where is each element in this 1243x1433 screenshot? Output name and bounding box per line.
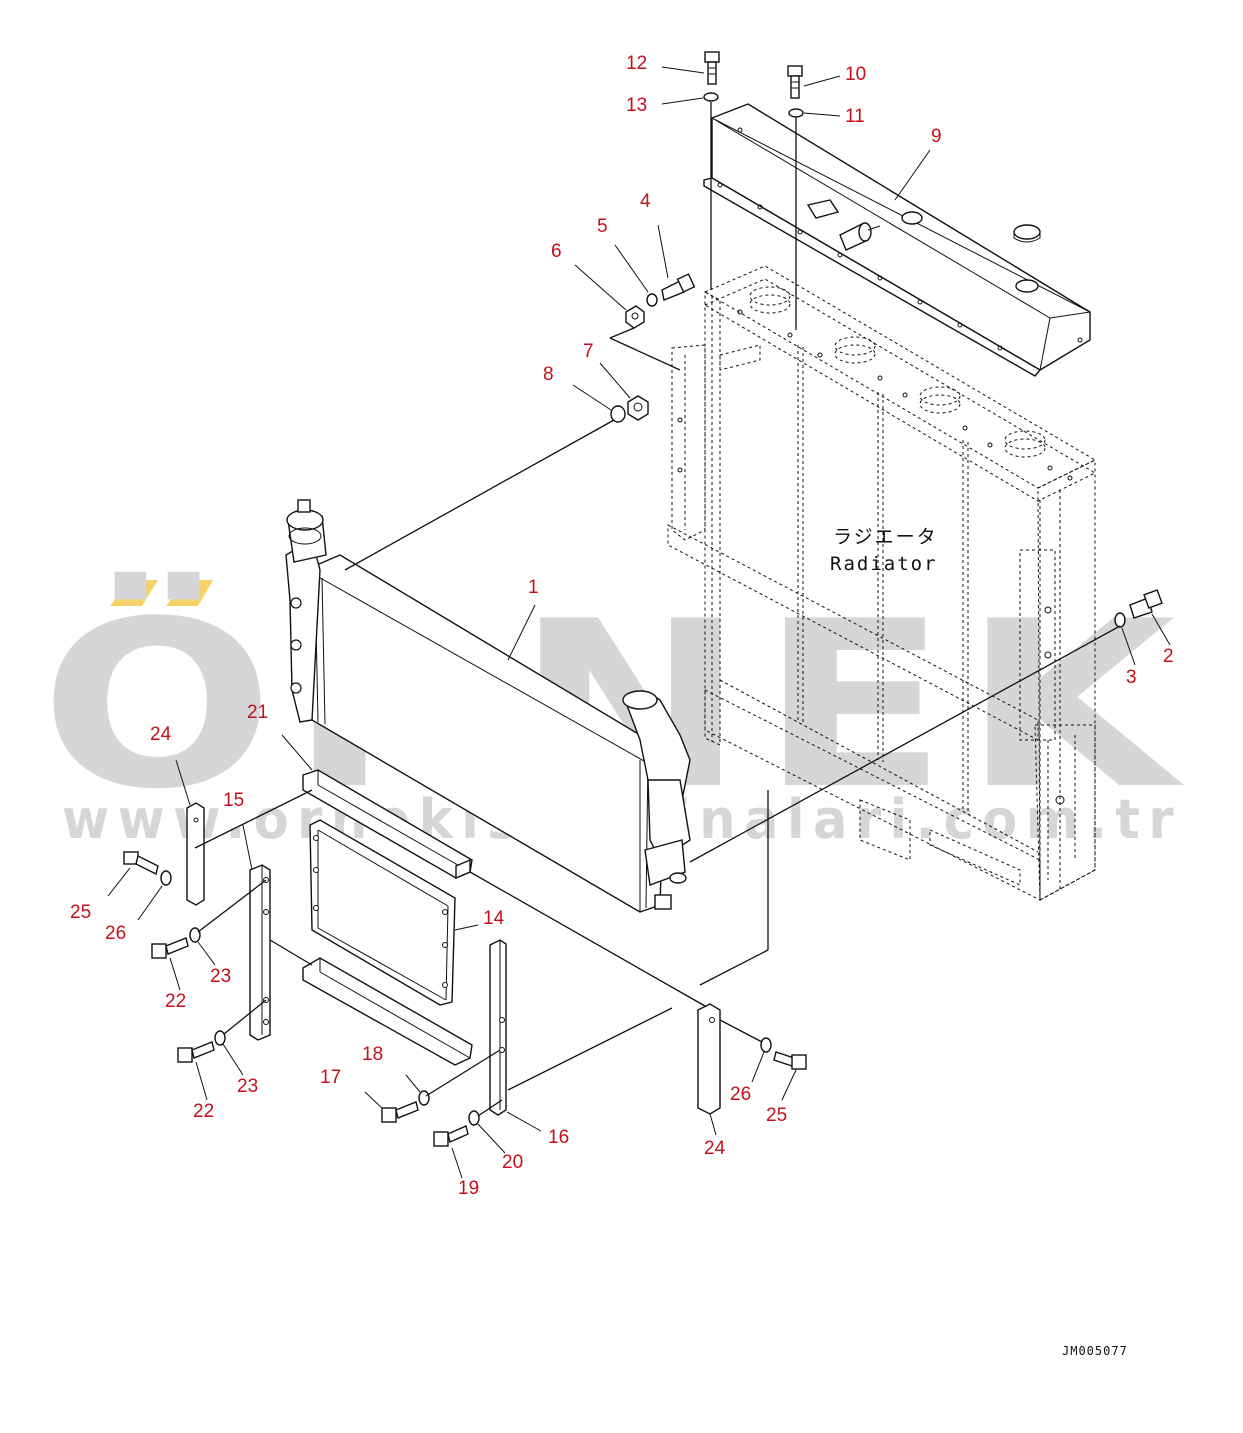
callout-16: 16 (548, 1127, 569, 1148)
callout-7: 7 (583, 341, 594, 362)
lower-channel-part-18 (302, 957, 473, 1066)
callout-2: 2 (1163, 646, 1174, 667)
washer-part-26-right (760, 1037, 772, 1053)
stay-part-16 (489, 939, 507, 1116)
callout-18: 18 (362, 1044, 383, 1065)
washer-part-13 (703, 92, 719, 102)
washer-part-18 (418, 1090, 430, 1106)
callout-20: 20 (502, 1152, 523, 1173)
bolt-part-17 (381, 1101, 419, 1123)
washer-part-23-upper (189, 927, 201, 943)
bolt-part-22-lower (177, 1041, 215, 1063)
callout-3: 3 (1126, 667, 1137, 688)
callout-14: 14 (483, 908, 505, 929)
plate-part-24-left (186, 802, 205, 906)
washer-part-20 (468, 1110, 480, 1126)
callout-22-upper: 22 (165, 991, 186, 1012)
radiator-body: ラジエータ Radiator (667, 265, 1097, 901)
callout-19: 19 (458, 1178, 479, 1199)
washer-part-26-left (160, 870, 172, 886)
callout-1: 1 (528, 577, 539, 598)
bolt-part-12 (704, 51, 720, 85)
callout-21: 21 (247, 702, 268, 723)
callout-26-right: 26 (730, 1084, 751, 1105)
callout-8: 8 (543, 364, 554, 385)
washer-part-3 (1114, 612, 1126, 628)
assembly-lines (194, 102, 1121, 1117)
callout-13: 13 (626, 95, 647, 116)
callout-25-left: 25 (70, 902, 91, 923)
plate-part-24-right (697, 1003, 721, 1115)
callout-10: 10 (845, 64, 866, 85)
cover-pipe (839, 222, 881, 251)
callout-24-right: 24 (704, 1138, 726, 1159)
nut-part-6 (625, 305, 645, 329)
aftercooler-inlet (286, 499, 327, 563)
callout-17: 17 (320, 1067, 341, 1088)
leader-lines (107, 66, 1171, 1179)
bolt-part-2 (1129, 589, 1163, 619)
bolt-part-19 (433, 1125, 469, 1147)
callout-labels: 1 2 3 4 5 6 7 8 9 10 11 12 13 14 15 16 1… (70, 53, 1174, 1199)
callout-11: 11 (845, 106, 865, 127)
callout-15: 15 (223, 790, 244, 811)
callout-5: 5 (597, 216, 608, 237)
nut-part-7 (627, 395, 649, 421)
washer-part-11 (788, 108, 804, 118)
aftercooler-outlet (622, 690, 691, 910)
bolt-part-10 (787, 65, 803, 99)
drawing-code: JM005077 (1062, 1344, 1128, 1358)
callout-22-lower: 22 (193, 1101, 214, 1122)
radiator-label-english: Radiator (830, 553, 938, 575)
radiator-label-japanese: ラジエータ (833, 526, 938, 548)
callout-23-lower: 23 (237, 1076, 258, 1097)
screen-panel-part-14 (309, 819, 456, 1006)
bolt-part-4 (661, 273, 696, 301)
washer-part-23-lower (214, 1030, 226, 1046)
callout-9: 9 (931, 126, 942, 147)
watermark-accent-right (166, 580, 213, 606)
bolt-part-25-left (123, 851, 159, 876)
filler-cap (1013, 224, 1041, 243)
top-cover-part-9 (703, 103, 1092, 377)
stay-part-15 (249, 864, 271, 1041)
aftercooler-part-1 (285, 499, 691, 913)
callout-6: 6 (551, 241, 562, 262)
radiator-inlets (749, 286, 1046, 458)
washer-part-8 (610, 405, 626, 423)
bolt-part-25-right (773, 1051, 807, 1070)
washer-part-5 (646, 293, 658, 307)
callout-25-right: 25 (766, 1105, 787, 1126)
callout-12: 12 (626, 53, 647, 74)
watermark-accent-left (110, 580, 158, 606)
callout-26-left: 26 (105, 923, 126, 944)
bolt-part-22-upper (151, 937, 189, 959)
fasteners (123, 51, 1163, 1147)
callout-24-left: 24 (150, 724, 172, 745)
callout-4: 4 (640, 191, 651, 212)
callout-23-upper: 23 (210, 966, 231, 987)
